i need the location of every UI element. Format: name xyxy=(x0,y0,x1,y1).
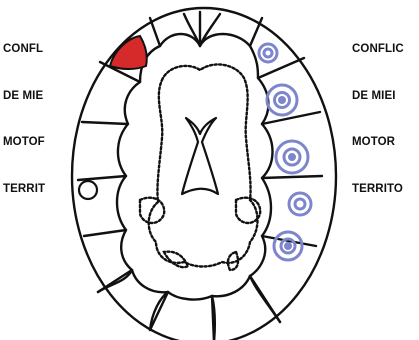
target-circle-4 xyxy=(289,193,311,215)
outer-outline xyxy=(72,8,336,340)
target-circle-3 xyxy=(276,141,308,173)
left-tail-structure xyxy=(164,252,188,268)
target-circle-1 xyxy=(259,44,277,62)
central-fold xyxy=(184,14,220,46)
target-circle-2 xyxy=(267,85,297,115)
ventricle xyxy=(182,118,218,194)
left-edge-circle xyxy=(79,181,97,199)
deep-nuclei-outline xyxy=(149,64,258,266)
right-lower-structure xyxy=(236,198,260,223)
lower-gyri xyxy=(98,270,280,340)
highlighted-region xyxy=(110,36,147,69)
target-circle-5 xyxy=(274,232,302,260)
